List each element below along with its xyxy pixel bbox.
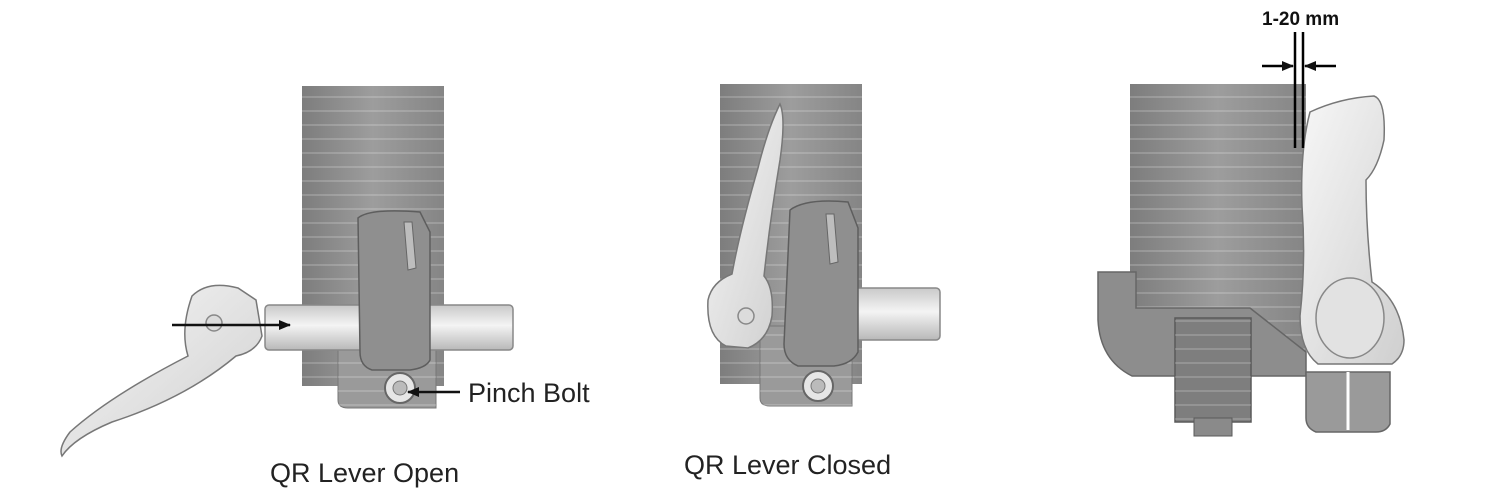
- qr-lever-open: [60, 284, 263, 458]
- lever-pivot: [205, 314, 223, 332]
- panel-lever-open: [60, 86, 514, 458]
- dropout-clamp: [357, 210, 431, 371]
- caption-lever-closed: QR Lever Closed: [684, 450, 892, 480]
- caption-lever-open: QR Lever Open: [270, 458, 460, 488]
- panel-lever-closed: [707, 84, 941, 407]
- thru-axle-end: [851, 287, 941, 341]
- hub-nut: [1193, 417, 1233, 437]
- clamp-slot: [825, 213, 839, 265]
- qr-lever-closed: [707, 102, 784, 349]
- pinch-bolt-label: Pinch Bolt: [468, 378, 590, 408]
- clamp-slot: [403, 221, 417, 271]
- panel-front-view: [1097, 32, 1405, 437]
- dropout-clamp: [783, 200, 859, 367]
- gap-dimension-label: 1-20 mm: [1262, 9, 1340, 30]
- lever-pivot: [737, 307, 755, 325]
- lever-cam: [1315, 277, 1385, 359]
